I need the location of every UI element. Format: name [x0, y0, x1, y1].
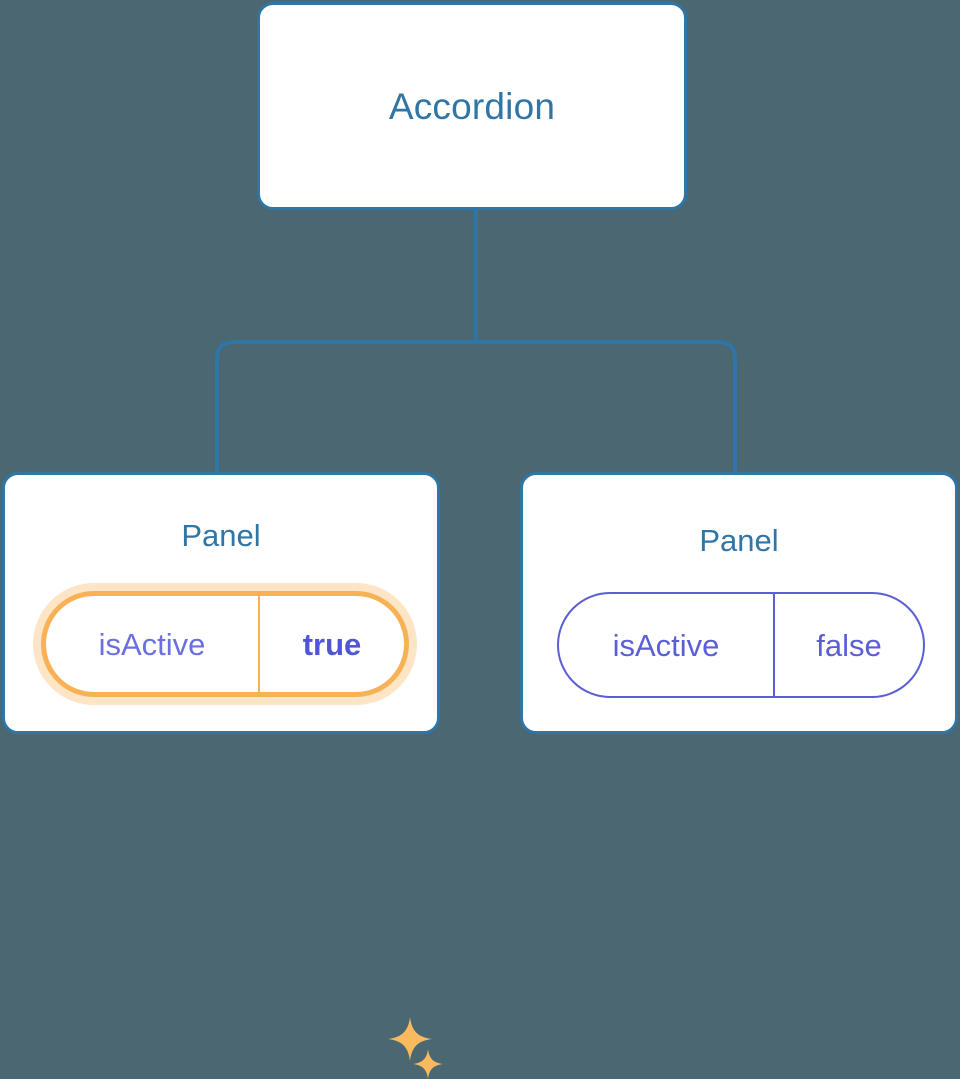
node-panel-active-title: Panel: [181, 518, 261, 553]
prop-value: true: [258, 596, 404, 692]
node-panel-inactive[interactable]: Panel isActive false: [520, 472, 958, 734]
connector-to-right-panel: [476, 340, 737, 472]
node-panel-active[interactable]: Panel isActive true: [2, 472, 443, 1079]
prop-pill-isactive-false[interactable]: isActive false: [557, 592, 925, 698]
prop-pill-isactive-true[interactable]: isActive true: [41, 591, 409, 697]
node-panel-inactive-title: Panel: [699, 523, 779, 558]
prop-value: false: [773, 594, 923, 696]
prop-key: isActive: [612, 627, 720, 663]
sparkle-small-icon: [413, 1049, 443, 1079]
node-accordion-title: Accordion: [388, 85, 556, 127]
connector-to-left-panel: [215, 340, 476, 472]
node-accordion[interactable]: Accordion: [257, 2, 687, 210]
sparkle-large-icon: [388, 1017, 432, 1061]
prop-key: isActive: [98, 626, 206, 662]
